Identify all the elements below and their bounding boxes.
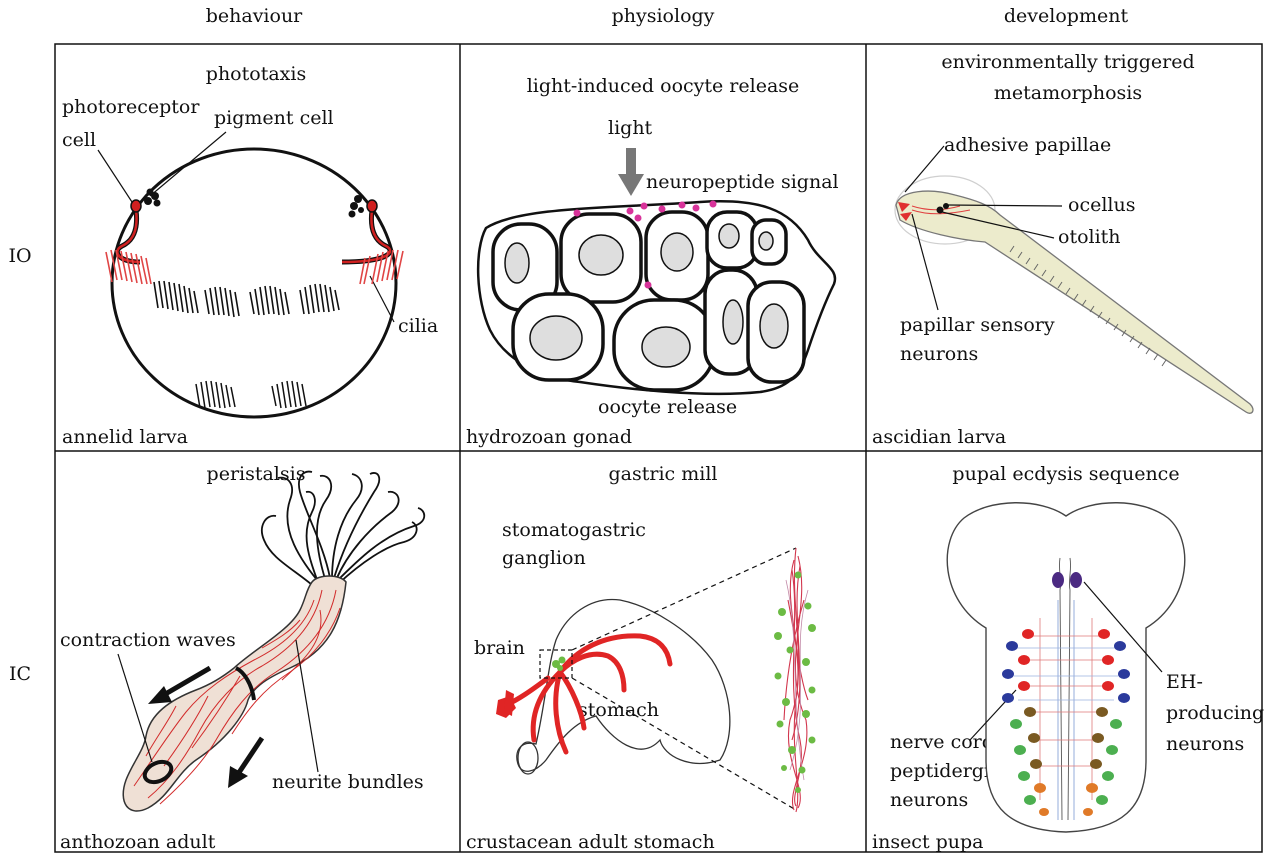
arrow-icon (148, 686, 172, 704)
label-cord-neurons: neurons (890, 789, 968, 811)
label-photoreceptor: photoreceptor (62, 96, 200, 118)
larva-illustration (895, 146, 1253, 413)
label-eh-neurons: neurons (1166, 733, 1244, 755)
cns-illustration (947, 503, 1185, 832)
label-adhesive-papillae: adhesive papillae (944, 134, 1111, 156)
label-photoreceptor-cell: cell (62, 129, 96, 151)
label-ganglion: ganglion (502, 547, 586, 569)
panel-title: pupal ecdysis sequence (952, 463, 1179, 485)
label-pigment-cell: pigment cell (214, 107, 334, 129)
organism-label: annelid larva (62, 426, 188, 448)
label-eh-producing: producing (1166, 702, 1264, 724)
row-label-ic: IC (9, 663, 31, 685)
label-oocyte-release: oocyte release (598, 396, 737, 418)
label-light: light (608, 117, 653, 139)
row-label-io: IO (8, 245, 31, 267)
label-eh: EH- (1166, 671, 1203, 693)
column-header-behaviour: behaviour (206, 5, 303, 27)
organism-label: ascidian larva (872, 426, 1006, 448)
larva-illustration (98, 132, 403, 417)
panel-metamorphosis: environmentally triggered metamorphosis … (872, 51, 1253, 448)
label-neurite-bundles: neurite bundles (272, 771, 424, 793)
label-peptidergic: peptidergic (890, 760, 1001, 782)
column-header-physiology: physiology (612, 5, 715, 27)
panel-gastric-mill: gastric mill stomatogastric ganglion bra… (466, 463, 816, 853)
panel-title: light-induced oocyte release (527, 75, 800, 97)
arrow-icon (228, 766, 248, 788)
label-cilia: cilia (398, 315, 438, 337)
panel-ecdysis: pupal ecdysis sequence EH- producing neu… (872, 463, 1264, 853)
organism-label: anthozoan adult (60, 831, 216, 853)
panel-title-line-2: metamorphosis (994, 82, 1142, 104)
organism-label: insect pupa (872, 831, 984, 853)
label-papillar-neurons: neurons (900, 343, 978, 365)
panel-phototaxis: phototaxis photoreceptor cell pigment ce… (62, 63, 438, 448)
panel-oocyte-release: light-induced oocyte release light neuro… (466, 75, 839, 448)
panel-title: gastric mill (609, 463, 718, 485)
label-otolith: otolith (1058, 226, 1121, 248)
arrow-down-icon (618, 174, 644, 196)
organism-label: hydrozoan gonad (466, 426, 632, 448)
panel-peristalsis: peristalsis contraction waves neurite bu… (60, 463, 424, 853)
organism-label: crustacean adult stomach (466, 831, 715, 853)
panel-title: phototaxis (206, 63, 306, 85)
label-contraction-waves: contraction waves (60, 629, 236, 651)
label-brain: brain (474, 637, 525, 659)
label-nerve-cord: nerve cord (890, 731, 994, 753)
label-papillar-sensory: papillar sensory (900, 314, 1055, 336)
label-stomatogastric: stomatogastric (502, 519, 646, 541)
column-header-development: development (1004, 5, 1129, 27)
stomach-illustration (496, 548, 816, 812)
label-ocellus: ocellus (1068, 194, 1135, 216)
label-neuropeptide-signal: neuropeptide signal (646, 171, 839, 193)
panel-title-line-1: environmentally triggered (941, 51, 1194, 73)
